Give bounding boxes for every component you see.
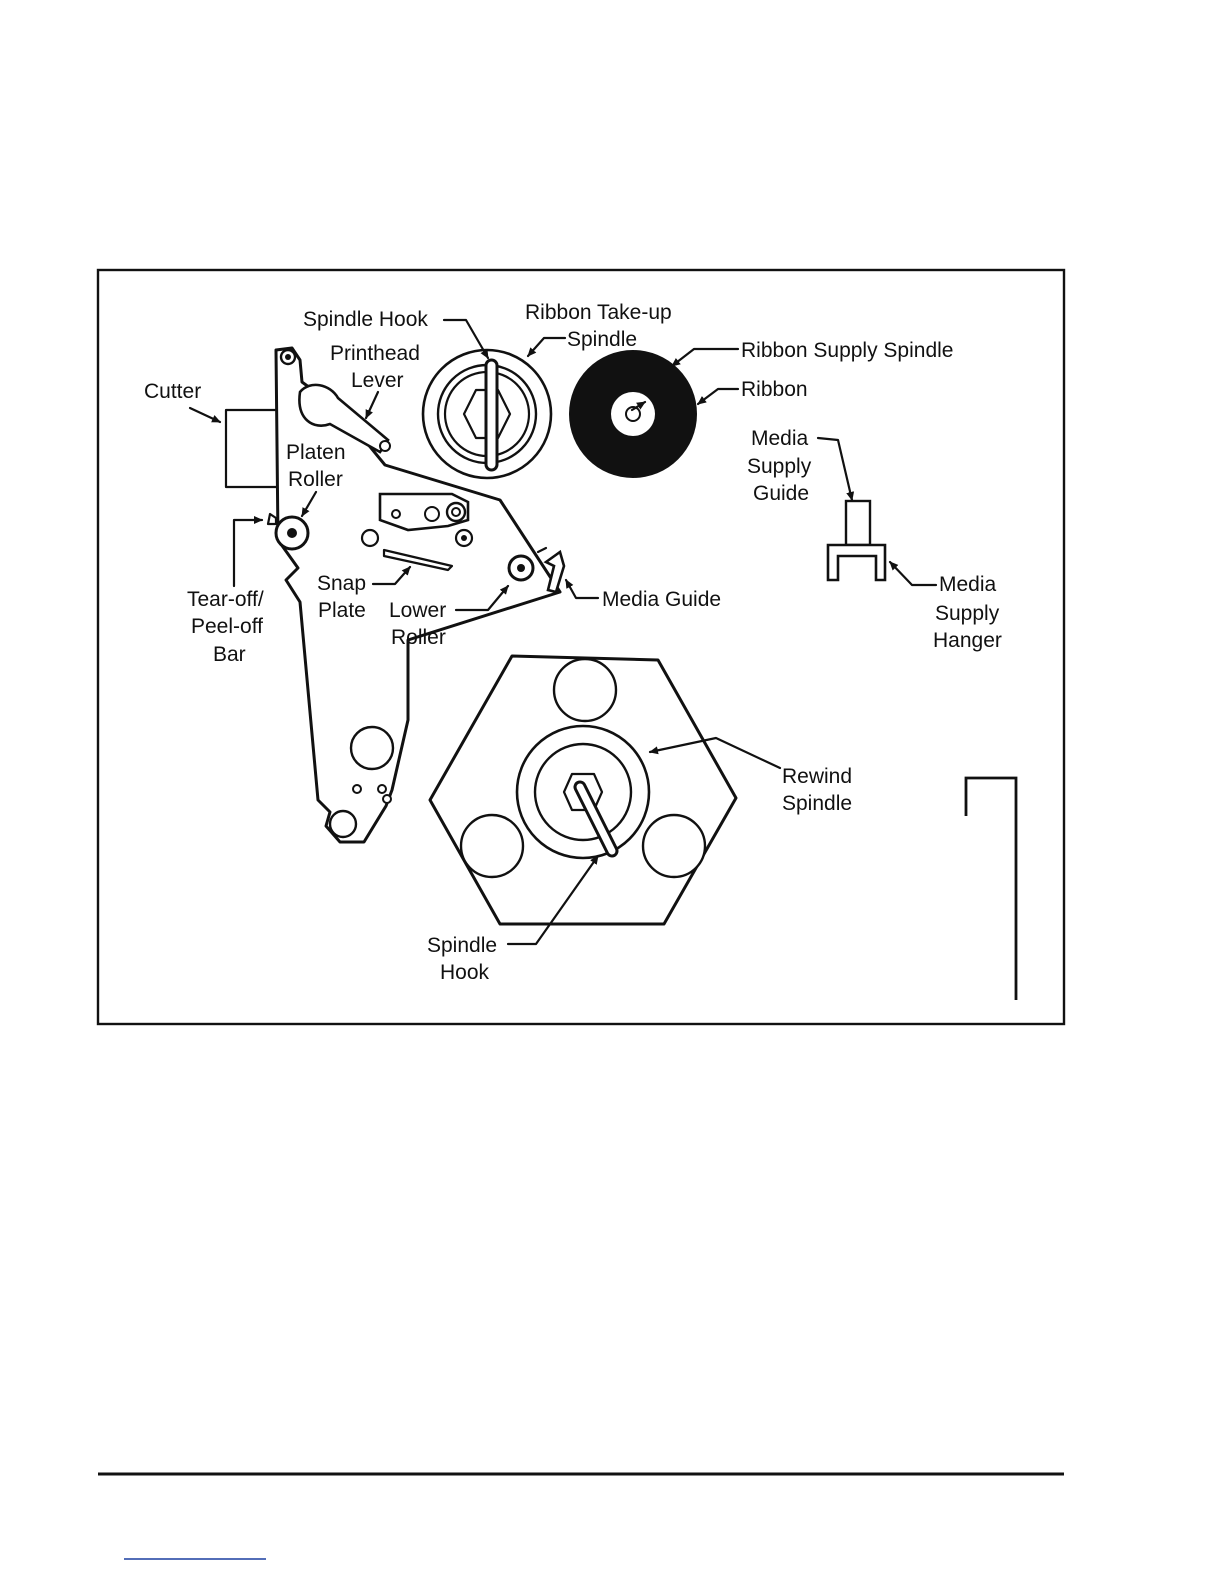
label-ribbon-take-up-line2: Spindle — [567, 328, 637, 351]
label-rewind-spindle-line1: Rewind — [782, 765, 852, 788]
snap-plate — [384, 550, 452, 570]
label-ribbon-supply-spindle: Ribbon Supply Spindle — [741, 339, 953, 362]
label-media-supply-hanger-line1: Media — [939, 573, 997, 596]
label-media-supply-hanger-line2: Supply — [935, 602, 1000, 625]
label-snap-plate-line2: Plate — [318, 599, 366, 622]
label-cutter: Cutter — [144, 380, 201, 403]
label-platen-line1: Platen — [286, 441, 346, 464]
label-spindle-hook-bottom-line2: Hook — [440, 961, 490, 984]
cutter — [226, 410, 276, 487]
label-media-supply-guide-line3: Guide — [753, 482, 809, 505]
tear-off-bar — [268, 514, 276, 524]
label-media-supply-guide-line2: Supply — [747, 455, 812, 478]
label-printhead-line1: Printhead — [330, 342, 420, 365]
rewind-plate-hole-left — [461, 815, 523, 877]
printhead-lever-knob — [380, 441, 390, 451]
label-rewind-spindle-line2: Spindle — [782, 792, 852, 815]
side-bracket — [966, 778, 1016, 1000]
media-supply-hanger — [828, 545, 885, 580]
media-supply-guide — [846, 501, 870, 545]
ribbon-supply-spindle — [569, 350, 697, 478]
label-snap-plate-line1: Snap — [317, 572, 366, 595]
label-platen-line2: Roller — [288, 468, 343, 491]
label-lower-roller-line1: Lower — [389, 599, 446, 622]
label-printhead-line2: Lever — [351, 369, 404, 392]
rewind-spindle — [517, 726, 649, 858]
rewind-plate-hole-right — [643, 815, 705, 877]
ribbon-take-up-spindle — [423, 350, 551, 478]
label-tear-off-line1: Tear-off/ — [187, 588, 264, 611]
label-media-supply-guide-line1: Media — [751, 427, 809, 450]
side-plate-hole — [351, 727, 393, 769]
label-ribbon-take-up-line1: Ribbon Take-up — [525, 301, 672, 324]
label-tear-off-line3: Bar — [213, 643, 246, 666]
label-media-guide: Media Guide — [602, 588, 721, 611]
label-lower-roller-line2: Roller — [391, 626, 446, 649]
label-ribbon: Ribbon — [741, 378, 808, 401]
rewind-plate-hole-top — [554, 659, 616, 721]
label-tear-off-line2: Peel-off — [191, 615, 263, 638]
label-spindle-hook-top: Spindle Hook — [303, 308, 428, 331]
label-spindle-hook-bottom-line1: Spindle — [427, 934, 497, 957]
label-media-supply-hanger-line3: Hanger — [933, 629, 1002, 652]
bottom-pivot — [330, 811, 356, 837]
